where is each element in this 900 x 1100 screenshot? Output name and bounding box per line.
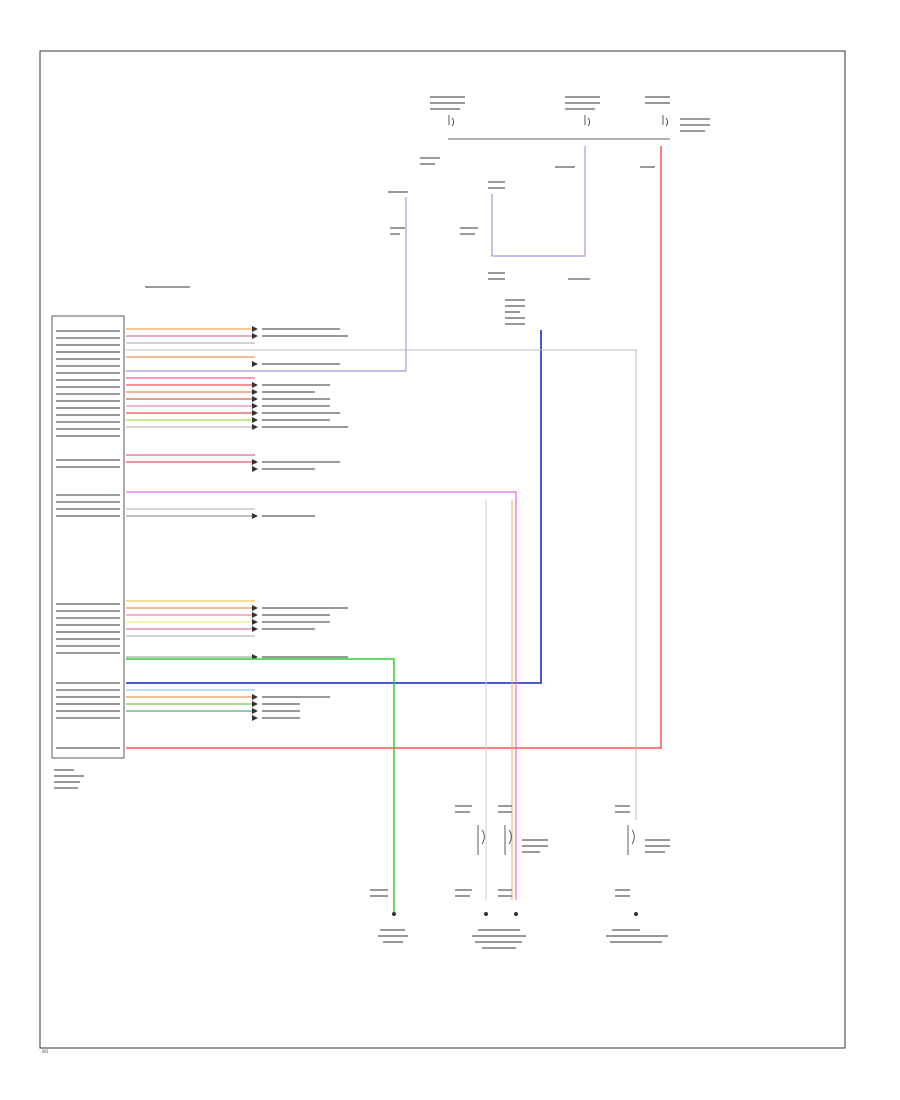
green-wire	[126, 658, 395, 912]
footer-code: W1	[42, 1049, 49, 1054]
light-blue-wire-2	[491, 146, 586, 257]
bottom-connectors	[477, 825, 635, 855]
arrow-heads	[252, 326, 258, 721]
magenta-wire	[126, 491, 517, 900]
fuse-symbols	[448, 115, 668, 127]
connector-labels-top	[388, 157, 655, 325]
ground-points	[392, 912, 638, 916]
module-box	[51, 315, 125, 759]
module-caption	[54, 769, 84, 789]
diagram-frame	[39, 50, 846, 1049]
module-pin-labels	[56, 330, 120, 749]
bottom-device-labels	[370, 805, 670, 949]
system-labels	[145, 286, 348, 719]
wire-stubs	[126, 328, 255, 712]
light-blue-wire-1	[126, 197, 407, 372]
dark-blue-wire	[126, 330, 542, 684]
gray-wire-right	[126, 349, 637, 820]
fuse-block	[430, 96, 710, 132]
red-wire	[126, 146, 662, 749]
